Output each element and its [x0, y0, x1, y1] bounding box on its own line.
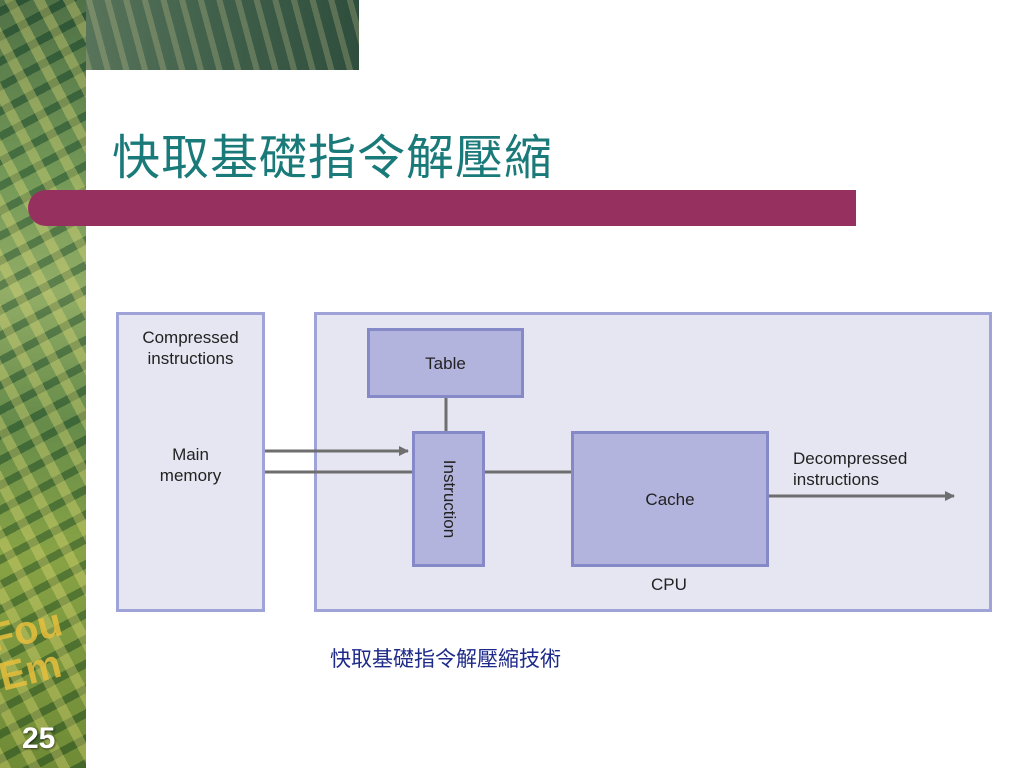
main-memory-box: Compressed instructions Main memory	[116, 312, 265, 612]
decompressed-instructions-label: Decompressed instructions	[793, 449, 908, 489]
slide-title: 快取基礎指令解壓縮	[112, 130, 554, 186]
decorative-photo-strip: Fou Em	[0, 0, 86, 768]
main-memory-label: Main memory	[159, 445, 222, 485]
title-underline-bar	[28, 190, 856, 226]
instruction-label: Instruction	[440, 459, 459, 539]
decorative-photo-top	[86, 0, 359, 70]
slide-number: 25	[22, 722, 56, 755]
cache-box: Cache	[571, 431, 769, 567]
cpu-label: CPU	[651, 575, 687, 594]
decorative-strip-text: Fou Em	[0, 600, 67, 700]
table-label: Table	[425, 354, 466, 373]
instruction-box	[412, 431, 485, 567]
table-box: Table	[367, 328, 524, 398]
figure-caption: 快取基礎指令解壓縮技術	[330, 647, 561, 671]
compressed-instructions-label: Compressed instructions	[142, 328, 239, 368]
cache-label: Cache	[645, 490, 695, 509]
